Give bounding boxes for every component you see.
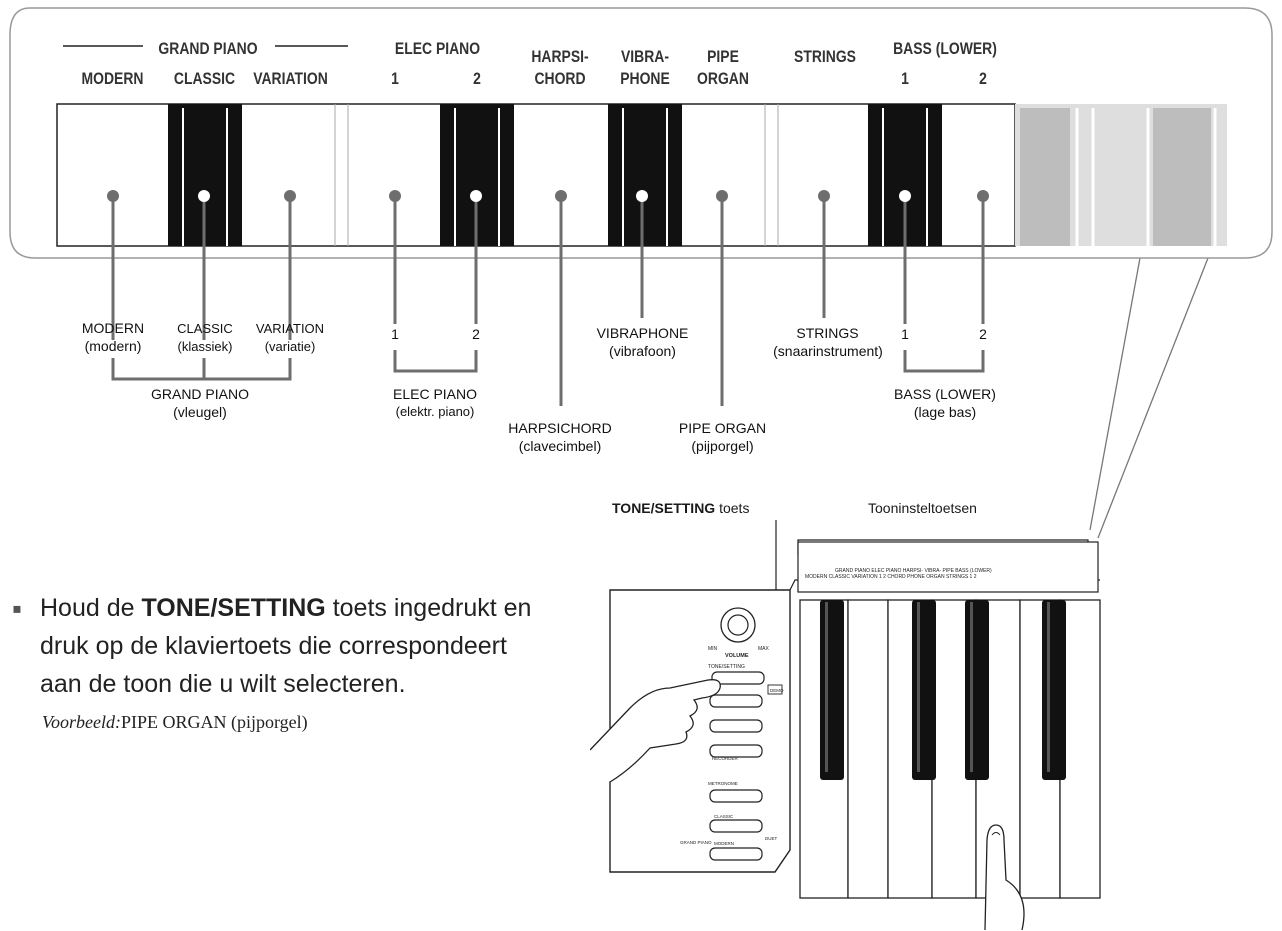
keyboard-device-illustration: MODERN CLASSIC VARIATION 1 2 CHORD PHONE…	[590, 520, 1101, 930]
label-harpsi-1: HARPSI-	[531, 47, 589, 66]
svg-text:METRONOME: METRONOME	[708, 781, 738, 786]
svg-text:DEMO: DEMO	[770, 688, 784, 693]
label-elec-2: 2	[473, 69, 481, 88]
tone-keys-caption: Tooninsteltoetsen	[868, 500, 977, 516]
callout-vibraphone-translation: (vibrafoon)	[609, 343, 676, 359]
svg-text:VOLUME: VOLUME	[725, 653, 749, 659]
callout-harpsichord-name: HARPSICHORD	[508, 420, 612, 436]
svg-text:RECORDER: RECORDER	[712, 756, 739, 761]
header-bass-lower: BASS (LOWER)	[893, 39, 997, 58]
callout-grand-piano-translation: (vleugel)	[173, 404, 227, 420]
label-modern: MODERN	[81, 69, 144, 88]
svg-text:GRAND PIANO ELEC PIANO: GRAND PIANO ELEC PIANO HARPSI- VIBRA- PI…	[835, 568, 992, 574]
group-brackets	[111, 350, 985, 381]
label-pipe-2: ORGAN	[697, 69, 749, 88]
callout-classic-name: CLASSIC	[177, 321, 233, 336]
callout-modern-name: MODERN	[81, 320, 145, 336]
inactive-black-key	[1153, 108, 1211, 246]
callout-strings-translation: (snaarinstrument)	[773, 343, 883, 359]
label-harpsi-2: CHORD	[534, 69, 586, 88]
label-pipe-1: PIPE	[707, 47, 739, 66]
black-key-vibraphone	[608, 104, 682, 246]
inactive-black-key	[1020, 108, 1070, 246]
svg-text:DUET: DUET	[765, 836, 778, 841]
callout-bass-lower-name: BASS (LOWER)	[894, 386, 996, 402]
svg-text:MIN: MIN	[708, 646, 718, 652]
callout-pipe-organ-translation: (pijporgel)	[691, 438, 754, 454]
callout-variation-name: VARIATION	[255, 321, 325, 336]
svg-text:GRAND PIANO: GRAND PIANO	[680, 840, 712, 845]
callout-grand-piano-name: GRAND PIANO	[150, 386, 249, 402]
header-grand-piano: GRAND PIANO	[158, 39, 258, 58]
callout-harpsichord-translation: (clavecimbel)	[518, 438, 602, 454]
callout-bass-lower-translation: (lage bas)	[913, 404, 977, 420]
callout-elec-piano-name: ELEC PIANO	[392, 386, 478, 402]
callout-variation-translation: (variatie)	[264, 339, 316, 354]
label-bass-1: 1	[901, 69, 909, 88]
callout-pipe-organ-name: PIPE ORGAN	[678, 420, 767, 436]
callout-bass-1: 1	[901, 326, 909, 342]
callout-bass-2: 2	[979, 326, 987, 342]
label-bass-2: 2	[979, 69, 987, 88]
callout-elec-1: 1	[391, 326, 399, 342]
callout-elec-piano-translation: (elektr. piano)	[395, 404, 475, 419]
label-classic: CLASSIC	[173, 69, 236, 88]
label-strings: STRINGS	[794, 47, 856, 66]
svg-text:TONE/SETTING: TONE/SETTING	[708, 664, 745, 670]
callout-strings-name: STRINGS	[796, 325, 859, 341]
step-number-mark: ▪	[12, 593, 22, 624]
callout-vibraphone-name: VIBRAPHONE	[596, 325, 689, 341]
tone-setting-button-caption: TONE/SETTING toets	[612, 500, 750, 516]
step-line-3: aan de toon die u wilt selecteren.	[40, 670, 406, 698]
step-example: Voorbeeld:PIPE ORGAN (pijporgel)	[42, 712, 308, 732]
leader-lines	[111, 196, 985, 406]
zoom-line-left	[1089, 257, 1141, 531]
label-vibra-1: VIBRA-	[620, 47, 670, 66]
black-key-classic	[168, 104, 242, 246]
zoom-line-right	[1097, 257, 1209, 539]
label-elec-1: 1	[391, 69, 399, 88]
svg-text:MAX: MAX	[758, 646, 770, 652]
callout-modern-translation: (modern)	[84, 338, 142, 354]
svg-text:CLASSIC: CLASSIC	[714, 814, 734, 819]
header-elec-piano: ELEC PIANO	[394, 39, 481, 58]
label-vibra-2: PHONE	[620, 69, 670, 88]
step-line-1: Houd de TONE/SETTING toets ingedrukt en	[40, 594, 532, 622]
svg-text:MODERN: MODERN	[714, 841, 734, 846]
callout-classic-translation: (klassiek)	[177, 339, 233, 354]
step-line-2: druk op de klaviertoets die correspondee…	[40, 632, 507, 660]
svg-text:MODERN CLASSIC VARIATION 1: MODERN CLASSIC VARIATION 1 2 CHORD PHONE…	[805, 574, 977, 580]
key-dots	[107, 190, 989, 202]
callout-elec-2: 2	[472, 326, 480, 342]
label-variation: VARIATION	[253, 69, 328, 88]
